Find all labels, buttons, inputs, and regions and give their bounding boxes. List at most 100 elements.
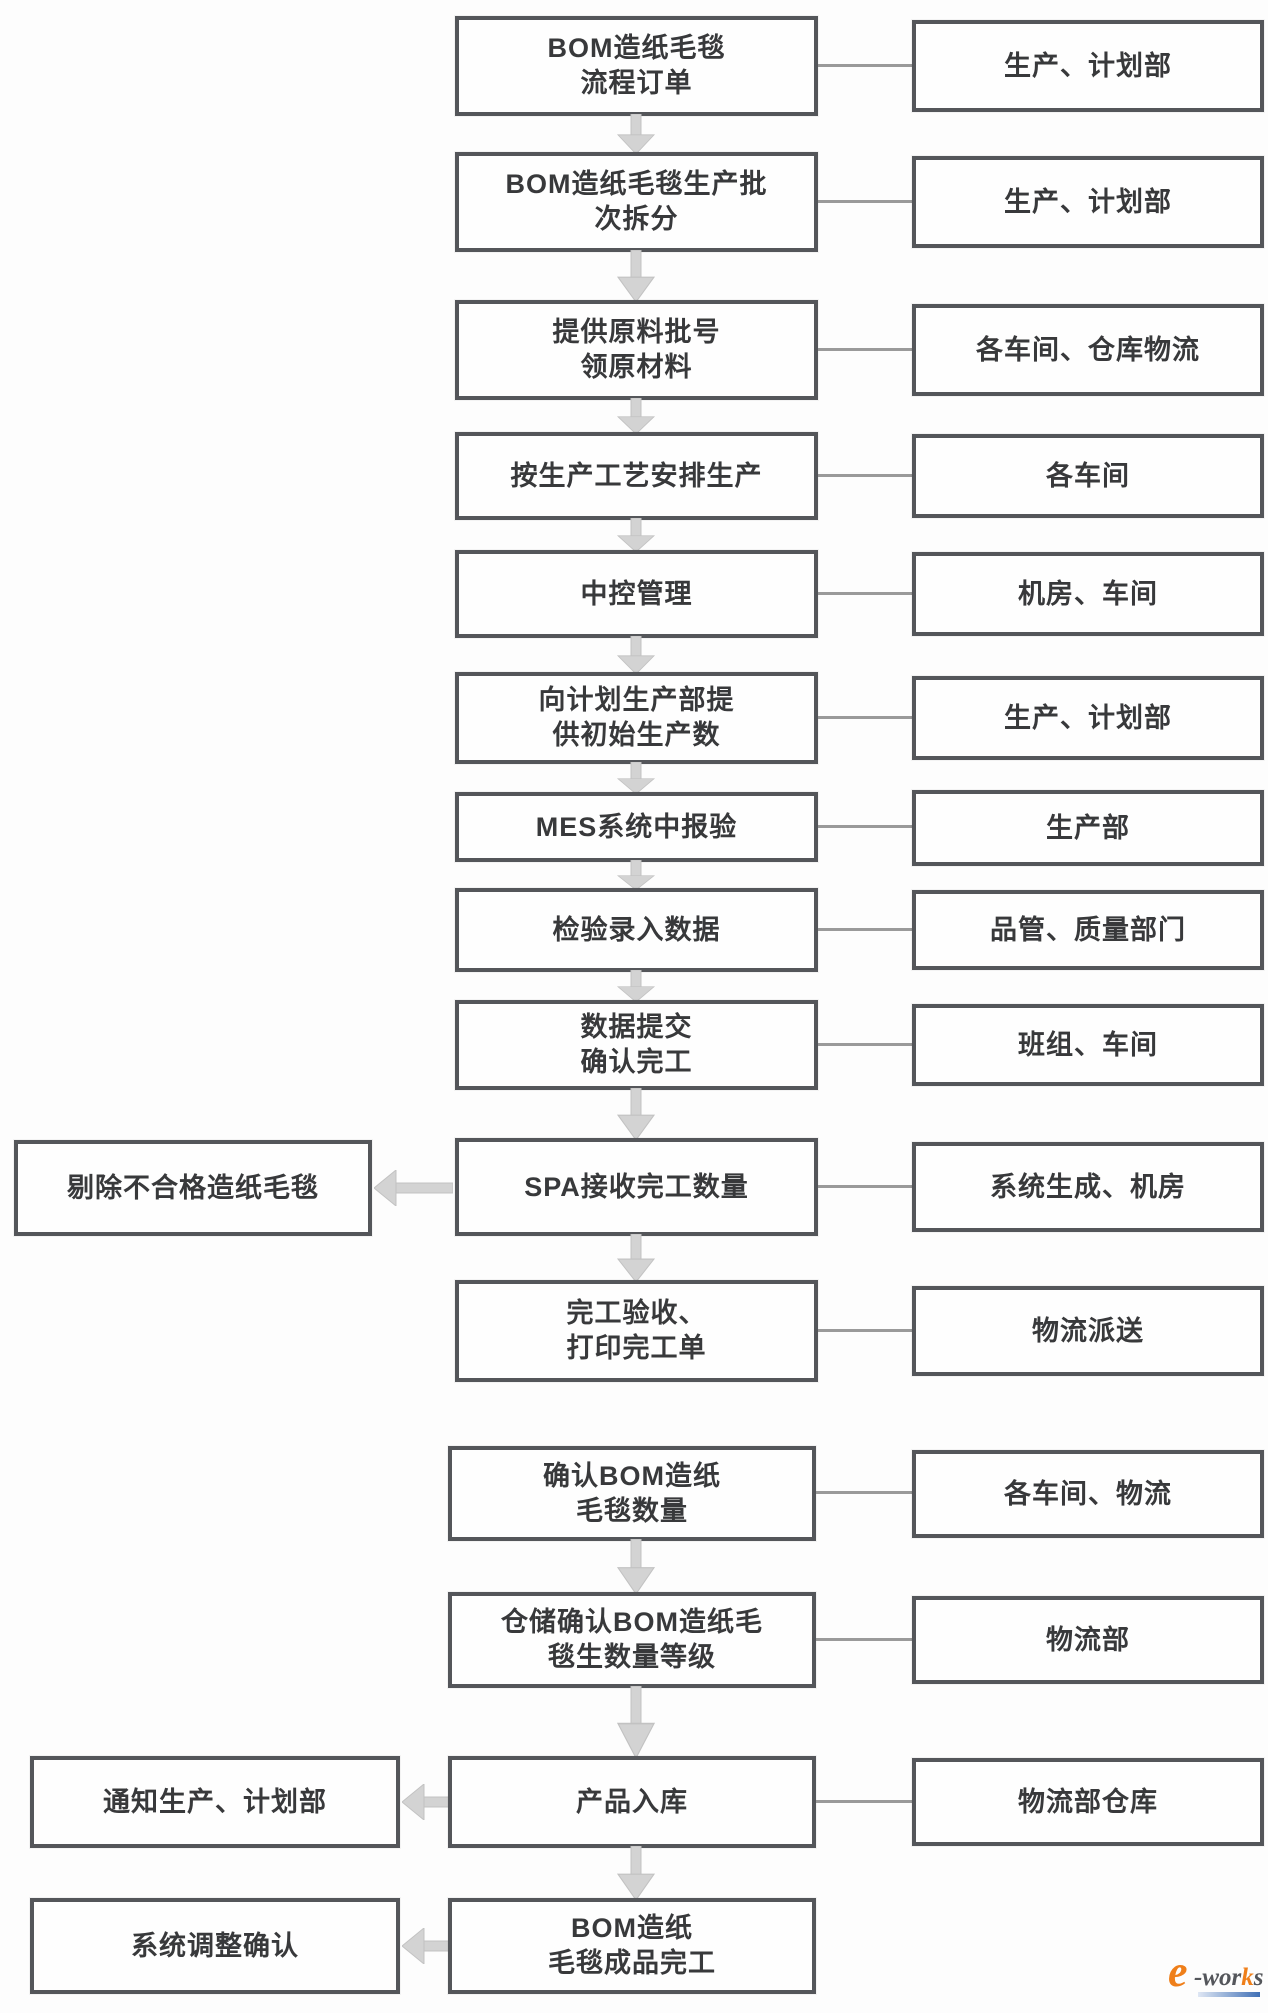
flow-step-product-warehousing: 产品入库 xyxy=(448,1756,816,1848)
dept-label: 系统生成、机房 xyxy=(990,1171,1186,1202)
flow-step-notify-planning: 通知生产、计划部 xyxy=(30,1756,400,1848)
connector-line xyxy=(818,1185,912,1188)
flow-step-spa-receive: SPA接收完工数量 xyxy=(455,1138,818,1236)
dept-box: 各车间、物流 xyxy=(912,1450,1264,1538)
dept-label: 生产、计划部 xyxy=(1004,186,1172,217)
arrow-down-icon xyxy=(616,1234,656,1282)
connector-line xyxy=(818,348,912,351)
flow-step-label: 提供原料批号 领原材料 xyxy=(552,317,721,382)
arrow-down-icon xyxy=(616,1539,656,1594)
eworks-logo: e -works xyxy=(1168,1950,1268,2008)
dept-label: 品管、质量部门 xyxy=(990,914,1186,945)
connector-line xyxy=(818,1329,912,1332)
connector-line xyxy=(818,64,912,67)
dept-label: 各车间、物流 xyxy=(1004,1478,1172,1509)
dept-box: 生产部 xyxy=(912,790,1264,866)
connector-line xyxy=(818,474,912,477)
flow-step-batch-split: BOM造纸毛毯生产批 次拆分 xyxy=(455,152,818,252)
logo-s: s xyxy=(1253,1964,1264,1991)
flow-step-completion-acceptance: 完工验收、 打印完工单 xyxy=(455,1280,818,1382)
arrow-left-icon xyxy=(374,1170,453,1206)
dept-box: 班组、车间 xyxy=(912,1004,1264,1086)
flow-step-label: BOM造纸毛毯生产批 次拆分 xyxy=(505,169,768,234)
flow-step-reject-felt: 剔除不合格造纸毛毯 xyxy=(14,1140,372,1236)
flow-step-system-adjust-confirm: 系统调整确认 xyxy=(30,1898,400,1994)
flow-step-label: 中控管理 xyxy=(580,578,693,609)
dept-label: 物流部 xyxy=(1046,1624,1130,1655)
dept-box: 各车间 xyxy=(912,434,1264,518)
flow-step-finished-product: BOM造纸 毛毯成品完工 xyxy=(448,1898,816,1994)
dept-label: 生产、计划部 xyxy=(1004,50,1172,81)
connector-line xyxy=(818,200,912,203)
flow-step-label: 仓储确认BOM造纸毛 毯生数量等级 xyxy=(501,1607,763,1672)
dept-box: 各车间、仓库物流 xyxy=(912,304,1264,396)
flow-step-label: 完工验收、 打印完工单 xyxy=(566,1298,707,1363)
logo-dash: - xyxy=(1194,1964,1203,1991)
flow-step-label: 确认BOM造纸 毛毯数量 xyxy=(543,1460,721,1526)
connector-line xyxy=(818,1043,912,1046)
arrow-down-icon xyxy=(616,636,656,674)
connector-line xyxy=(818,592,912,595)
connector-line xyxy=(818,825,912,828)
eworks-logo-underline xyxy=(1198,1992,1260,1997)
connector-line xyxy=(816,1800,912,1803)
connector-line xyxy=(818,716,912,719)
dept-label: 班组、车间 xyxy=(1018,1029,1158,1060)
arrow-down-icon xyxy=(616,762,656,794)
logo-wor: wor xyxy=(1202,1964,1242,1991)
flow-step-label: 通知生产、计划部 xyxy=(103,1786,327,1817)
flow-step-order: BOM造纸毛毯 流程订单 xyxy=(455,16,818,116)
dept-label: 物流派送 xyxy=(1032,1315,1144,1346)
arrow-down-icon xyxy=(616,970,656,1002)
dept-box: 生产、计划部 xyxy=(912,156,1264,248)
flow-step-warehouse-confirm-grade: 仓储确认BOM造纸毛 毯生数量等级 xyxy=(448,1592,816,1688)
flow-step-inspection-data-entry: 检验录入数据 xyxy=(455,888,818,972)
arrow-down-icon xyxy=(616,860,656,890)
dept-box: 机房、车间 xyxy=(912,552,1264,636)
connector-line xyxy=(818,928,912,931)
flow-step-raw-material: 提供原料批号 领原材料 xyxy=(455,300,818,400)
dept-box: 系统生成、机房 xyxy=(912,1142,1264,1232)
flow-step-label: 按生产工艺安排生产 xyxy=(510,460,763,491)
flow-step-label: 系统调整确认 xyxy=(131,1930,299,1961)
flow-step-label: MES系统中报验 xyxy=(535,811,738,842)
flow-step-confirm-quantity: 确认BOM造纸 毛毯数量 xyxy=(448,1446,816,1541)
dept-label: 物流部仓库 xyxy=(1018,1786,1158,1817)
arrow-down-icon xyxy=(616,250,656,302)
flow-step-label: BOM造纸 毛毯成品完工 xyxy=(548,1913,716,1978)
connector-line xyxy=(816,1491,912,1494)
arrow-down-icon xyxy=(616,114,656,154)
arrow-down-icon xyxy=(616,398,656,434)
eworks-logo-e-icon: e xyxy=(1168,1947,1188,1996)
connector-line xyxy=(816,1638,912,1641)
dept-label: 机房、车间 xyxy=(1018,578,1158,609)
dept-box: 物流部 xyxy=(912,1596,1264,1684)
dept-box: 物流部仓库 xyxy=(912,1758,1264,1846)
flow-step-label: 剔除不合格造纸毛毯 xyxy=(67,1172,319,1203)
arrow-down-icon xyxy=(616,1088,656,1140)
dept-label: 生产、计划部 xyxy=(1004,702,1172,733)
flow-step-initial-production-data: 向计划生产部提 供初始生产数 xyxy=(455,672,818,764)
dept-box: 物流派送 xyxy=(912,1286,1264,1376)
flow-step-label: SPA接收完工数量 xyxy=(524,1171,749,1202)
dept-label: 生产部 xyxy=(1046,812,1130,843)
flow-step-central-control: 中控管理 xyxy=(455,550,818,638)
flow-step-label: 产品入库 xyxy=(576,1786,688,1817)
flow-step-arrange-production: 按生产工艺安排生产 xyxy=(455,432,818,520)
dept-box: 生产、计划部 xyxy=(912,20,1264,112)
eworks-logo-text: -works xyxy=(1194,1964,1263,1992)
flow-step-label: BOM造纸毛毯 流程订单 xyxy=(547,33,726,98)
dept-box: 品管、质量部门 xyxy=(912,890,1264,970)
dept-label: 各车间、仓库物流 xyxy=(976,334,1200,365)
dept-label: 各车间 xyxy=(1046,460,1130,491)
flow-step-label: 向计划生产部提 供初始生产数 xyxy=(538,685,735,750)
arrow-left-icon xyxy=(402,1928,453,1964)
arrow-down-icon xyxy=(616,518,656,552)
arrow-left-icon xyxy=(402,1784,453,1820)
flow-step-label: 检验录入数据 xyxy=(552,914,721,945)
logo-k: k xyxy=(1241,1964,1254,1991)
dept-box: 生产、计划部 xyxy=(912,676,1264,760)
arrow-down-icon xyxy=(616,1686,656,1758)
flow-step-label: 数据提交 确认完工 xyxy=(580,1012,693,1077)
